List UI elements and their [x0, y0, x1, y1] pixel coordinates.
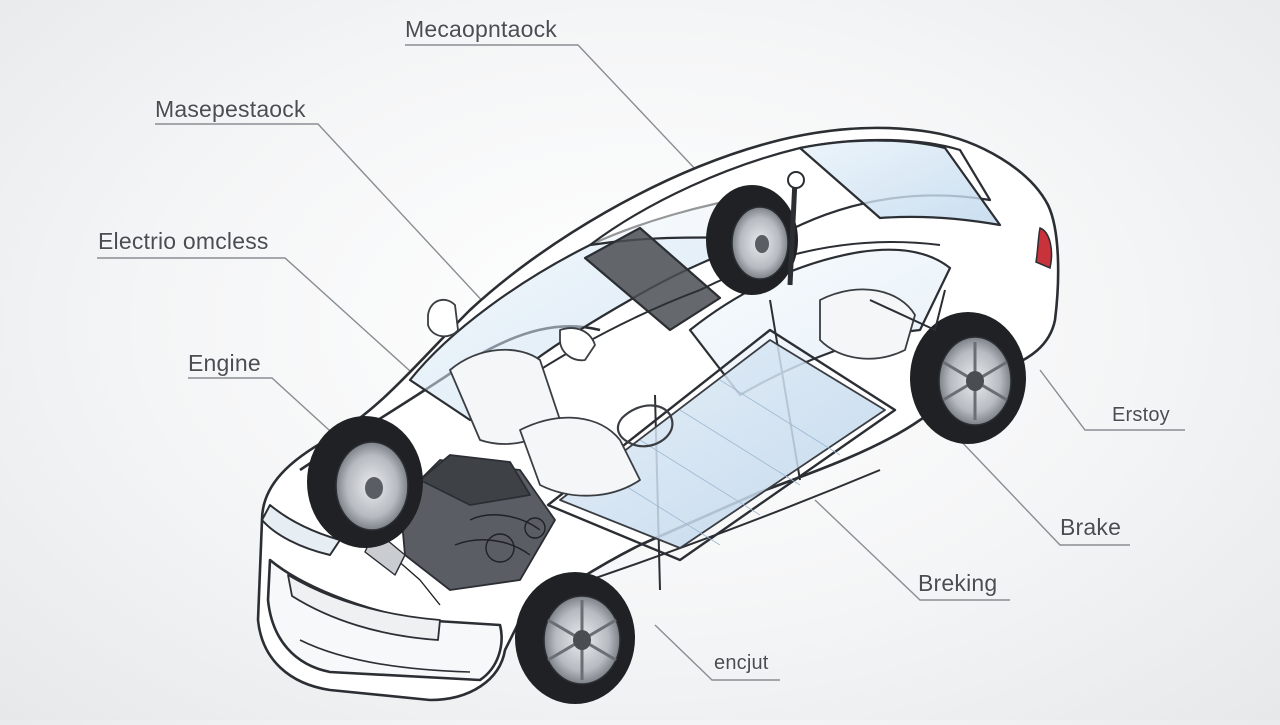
leader-line-upper-left [155, 123, 501, 321]
sunroof-panel [583, 226, 722, 332]
steering-wheel [616, 404, 674, 448]
leader-line-top [405, 44, 716, 191]
front-seat [449, 348, 561, 445]
side-mirror [427, 298, 459, 338]
leader-line-engine [188, 377, 341, 441]
battery-grid [599, 379, 841, 546]
label-electric: Electrio omcless [98, 228, 269, 254]
battery-frame [546, 328, 897, 562]
wheel-rear-left [706, 171, 805, 295]
grille [287, 574, 441, 641]
wheel-rear-right [910, 312, 1026, 444]
rear-suspension [869, 289, 946, 332]
label-top: Mecaopntaock [405, 16, 557, 42]
engine-top [419, 454, 531, 506]
label-upper-left: Masepestaock [155, 96, 306, 122]
label-right-upper: Erstoy [1112, 404, 1170, 426]
engine-block [364, 454, 556, 606]
interior-handle [559, 327, 596, 362]
leader-line-electric [97, 257, 421, 381]
leader-lines [97, 44, 1185, 681]
label-braking: Breking [918, 570, 998, 596]
fog-light-strip [299, 639, 471, 673]
leader-line-braking [814, 499, 1010, 601]
leader-line-right-upper [1039, 369, 1185, 431]
rear-seat [819, 288, 916, 360]
wheel-front-right [515, 572, 635, 704]
tail-light [1035, 226, 1053, 270]
rear-window [798, 139, 1002, 227]
front-seat-2 [519, 416, 641, 497]
interior [427, 288, 916, 562]
shock-absorber [787, 179, 798, 286]
leader-line-bottom [654, 624, 780, 681]
leader-line-brake [957, 437, 1130, 546]
label-bottom: encjut [714, 652, 769, 674]
wheel-front-left [307, 416, 423, 548]
label-brake: Brake [1060, 514, 1122, 540]
label-engine: Engine [188, 350, 261, 376]
